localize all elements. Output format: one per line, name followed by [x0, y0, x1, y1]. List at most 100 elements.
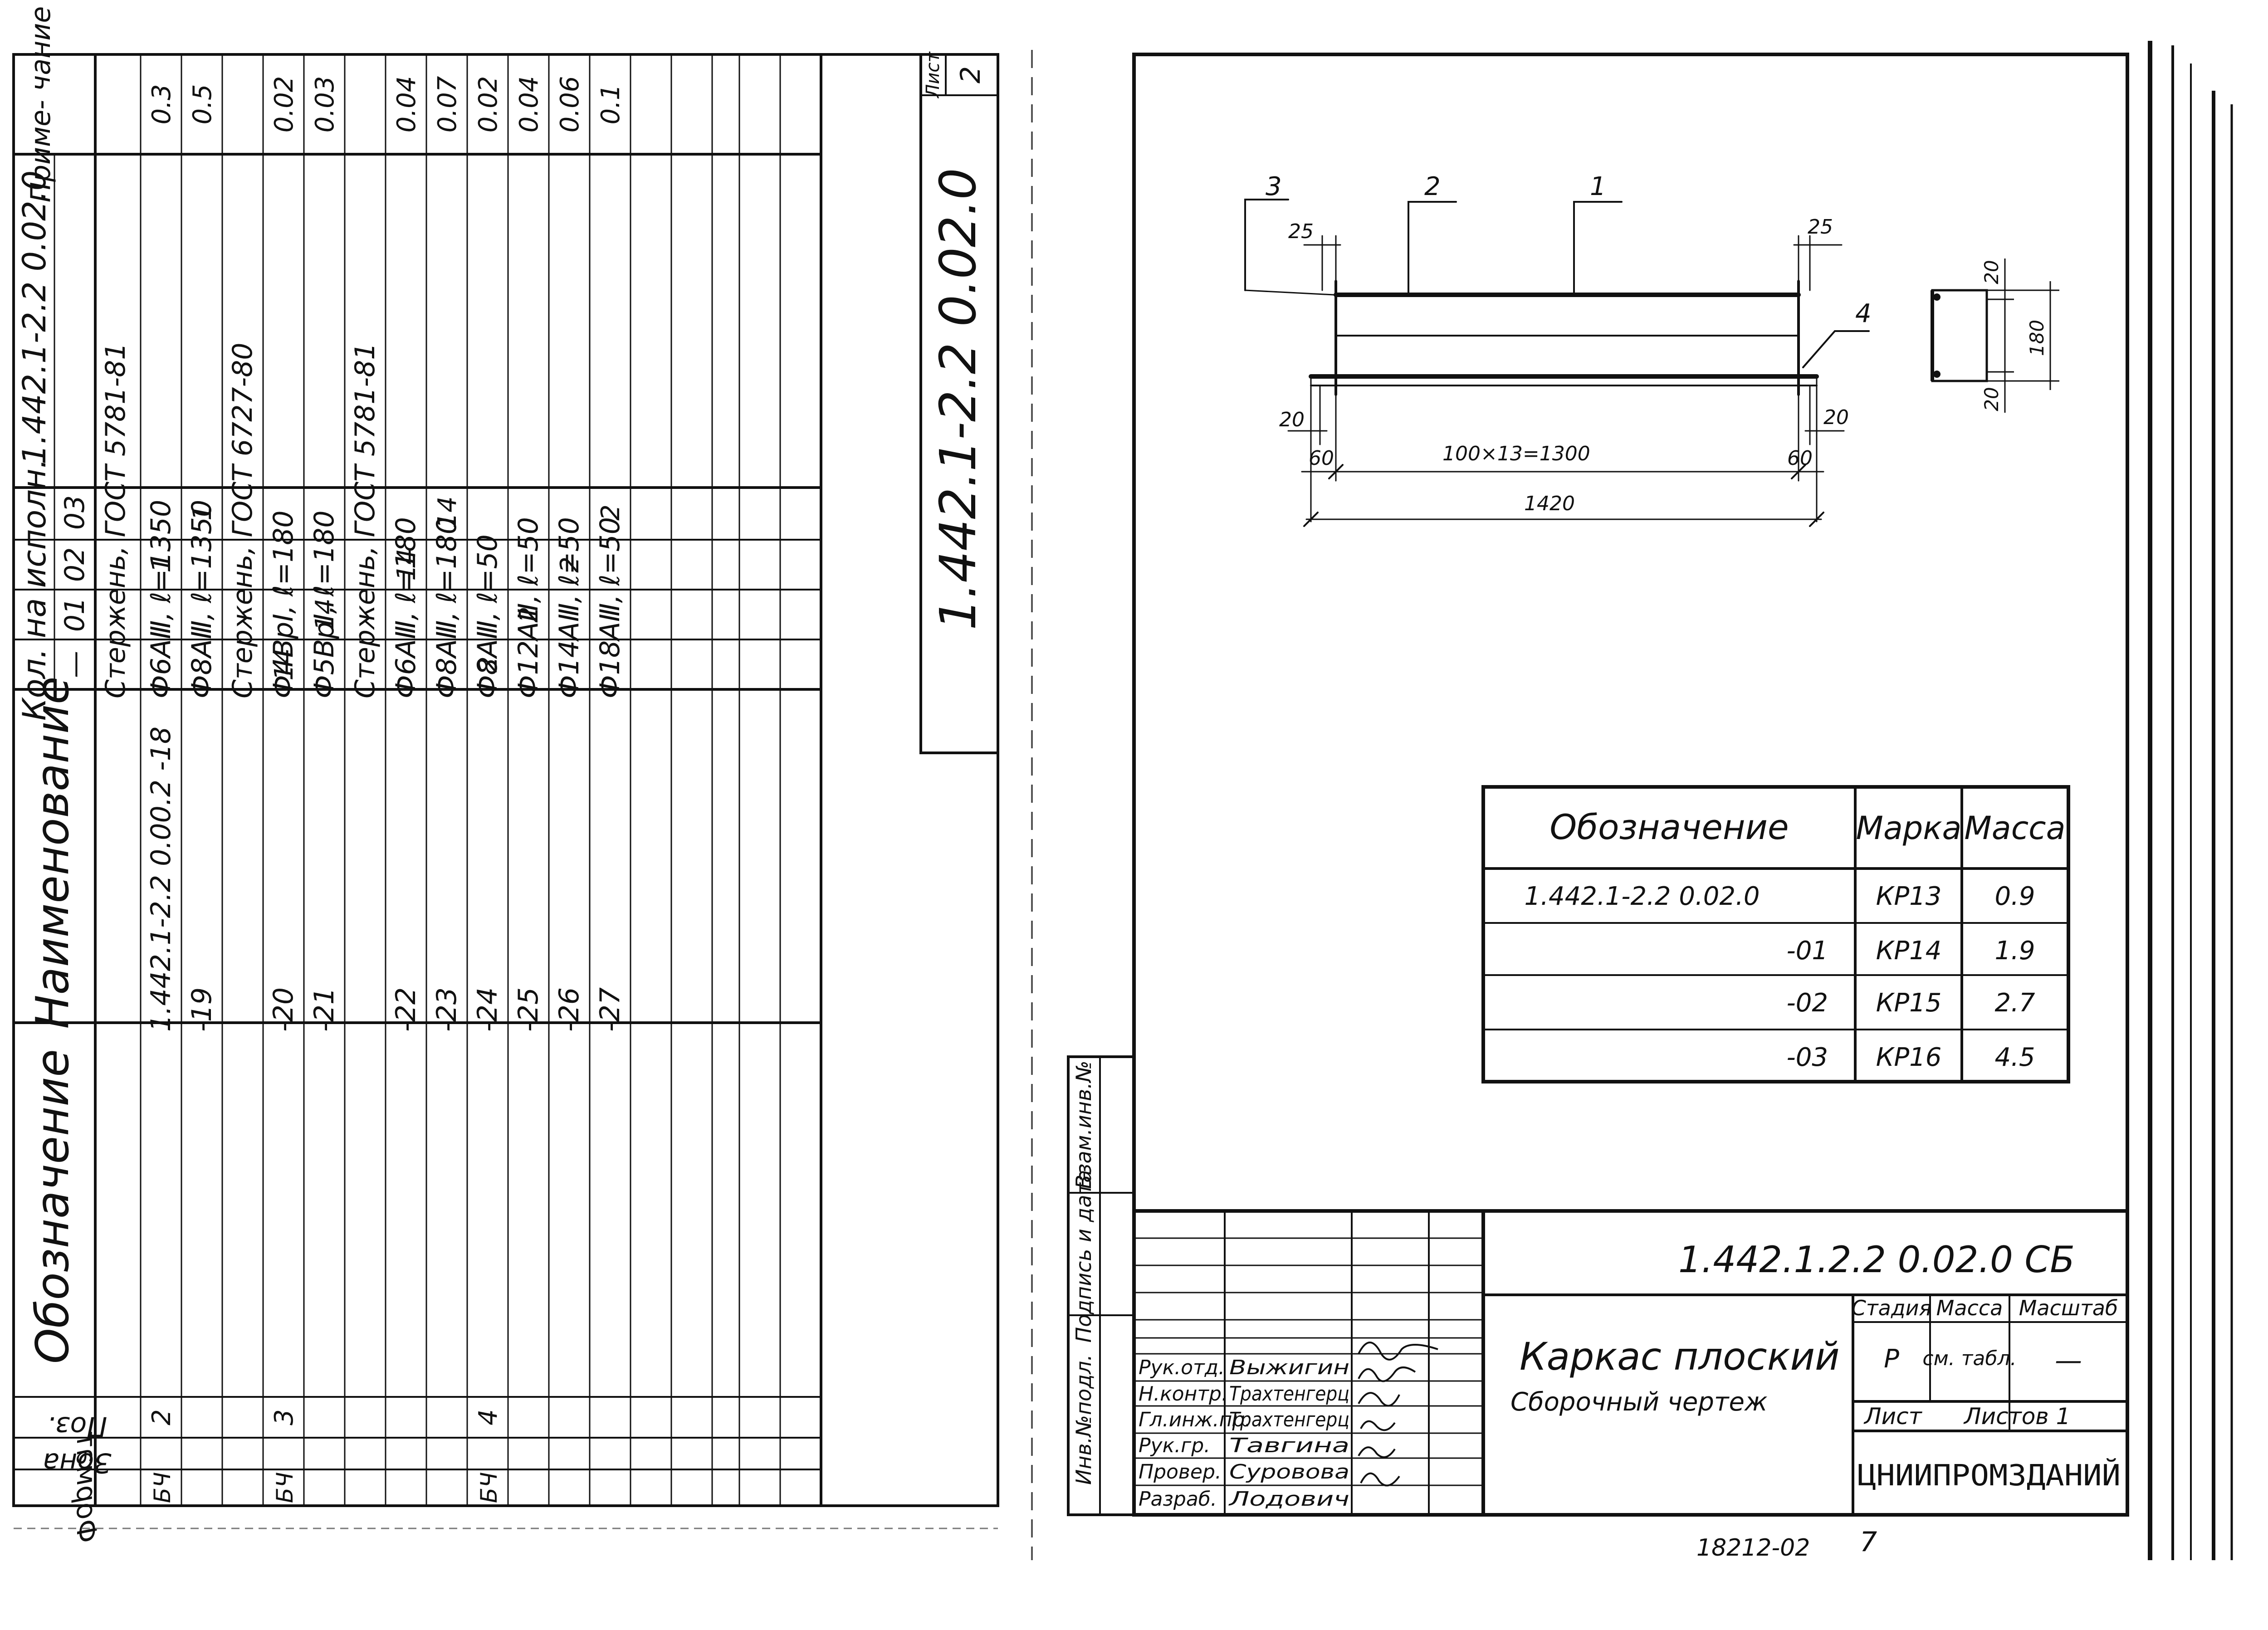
mass-header-mass: Масса — [1964, 810, 2065, 847]
spec-column-lines — [14, 153, 821, 1470]
dim-60-right: 60 — [1787, 447, 1813, 470]
mass-row-designation-3: -03 — [1787, 1043, 1828, 1072]
spec-name-5: Ф5ВрI, ℓ=180 — [308, 511, 340, 699]
spec-format-9: БЧ — [476, 1472, 502, 1503]
organization: ЦНИИПРОМЗДАНИЙ — [1857, 1458, 2121, 1493]
callout-2: 2 — [1424, 172, 1441, 201]
dim-60-left: 60 — [1309, 447, 1334, 470]
role-1: Н.контр. — [1139, 1382, 1228, 1406]
qty-col-2: 02 — [59, 547, 91, 582]
spec-note-1: 0.3 — [147, 84, 176, 124]
assembly-sheet: Инв.№подл. Подпись и дата Взам.инв.№ — [1067, 53, 2129, 1517]
title-block: Рук.отд.ВыжигинН.контр.ТрахтенгерцГл.инж… — [1132, 1209, 2129, 1517]
page-number: 7 — [1860, 1526, 1877, 1558]
qty-col-1: 01 — [59, 597, 91, 632]
spec-pos-1: 2 — [147, 1409, 176, 1425]
spec-sheet-label: Лист — [923, 51, 943, 99]
title-code: 1.442.1.2.2 0.02.0 СБ — [1678, 1239, 2075, 1281]
dim-20-left: 20 — [1279, 408, 1305, 431]
side-label-1: Подпись и дата — [1071, 1170, 1096, 1342]
spec-headers: Формат Зона Поз. Обозначение Наименовани… — [16, 6, 112, 1543]
title-subtitle: Сборочный чертеж — [1510, 1387, 1767, 1417]
mass-header-designation: Обозначение — [1549, 807, 1789, 847]
spec-note-7: 0.04 — [392, 76, 421, 133]
scan-edge — [2148, 41, 2233, 1560]
mass-row-mass-2: 2.7 — [1994, 988, 2035, 1018]
spec-format-4: БЧ — [272, 1472, 298, 1503]
title-roles: Рук.отд.ВыжигинН.контр.ТрахтенгерцГл.инж… — [1139, 1356, 1349, 1511]
callout-4: 4 — [1855, 299, 1872, 328]
spec-name-0: Стержень, ГОСТ 5781-81 — [100, 342, 132, 698]
spec-note-12: 0.1 — [596, 84, 626, 124]
spec-name-7: Ф6АⅢ, ℓ=180 — [390, 517, 422, 698]
role-person-2: Трахтенгерц — [1229, 1408, 1349, 1431]
spec-name-11: Ф14АⅢ, ℓ=50 — [553, 517, 585, 698]
side-label-0: Инв.№подл. — [1071, 1354, 1096, 1485]
mass-row-mark-0: КР13 — [1876, 882, 1942, 911]
spec-designation-2: -19 — [186, 987, 218, 1032]
mass-table: Обозначение Марка Масса 1.442.1-2.2 0.02… — [1481, 785, 2070, 1083]
spec-note-2: 0.5 — [188, 84, 217, 124]
mass-row-mass-1: 1.9 — [1994, 936, 2035, 966]
spec-qty-4-0: 14 — [269, 648, 299, 680]
role-0: Рук.отд. — [1139, 1356, 1225, 1379]
role-3: Рук.гр. — [1139, 1434, 1210, 1457]
spec-note-8: 0.07 — [433, 76, 462, 132]
sheets-label: Листов 1 — [1963, 1403, 2070, 1430]
spec-designation-4: -20 — [268, 987, 299, 1032]
spec-stamp: Лист 2 1.442.1-2.2 0.02.0 — [919, 51, 999, 754]
side-label-2: Взам.инв.№ — [1071, 1060, 1096, 1189]
spec-stamp-code: 1.442.1-2.2 0.02.0 — [929, 168, 987, 630]
role-person-0: Выжигин — [1229, 1356, 1349, 1379]
spec-note-4: 0.02 — [269, 76, 299, 133]
scale-label: Масштаб — [2019, 1296, 2118, 1320]
role-person-1: Трахтенгерц — [1229, 1382, 1349, 1406]
spec-sheet-number: 2 — [955, 66, 987, 83]
spec-qty-1-2: 1 — [147, 556, 176, 573]
spec-designation-10: -25 — [513, 987, 544, 1032]
qty-col-3: 03 — [59, 495, 91, 530]
spec-qty-7-2: 14 — [392, 548, 421, 581]
spec-note-10: 0.04 — [514, 76, 544, 133]
header-designation: Обозначение — [26, 1049, 79, 1364]
dim-20-right: 20 — [1823, 406, 1849, 429]
spec-designation-5: -21 — [308, 987, 340, 1032]
role-4: Провер. — [1139, 1460, 1222, 1484]
section-view: 20 20 180 — [1931, 259, 2059, 413]
spec-pos-4: 3 — [269, 1409, 299, 1425]
spec-qty-9-0: 2 — [474, 656, 503, 673]
header-name: Наименование — [26, 676, 79, 1029]
spec-qty-8-3: 14 — [433, 496, 462, 528]
section-dim-top: 20 — [1980, 260, 2003, 284]
role-5: Разраб. — [1139, 1488, 1217, 1511]
spec-qty-11-2: 2 — [555, 556, 585, 573]
spec-row-lines — [54, 54, 822, 1506]
mass-row-mark-3: КР16 — [1876, 1043, 1942, 1072]
role-person-5: Лодович — [1228, 1488, 1349, 1511]
spec-name-6: Стержень, ГОСТ 5781-81 — [349, 342, 381, 698]
spec-designation-11: -26 — [553, 987, 585, 1032]
signatures — [1358, 1342, 1438, 1487]
mass-row-designation-1: -01 — [1787, 936, 1828, 966]
spec-designation-1: 1.442.1-2.2 0.00.2 -18 — [145, 727, 177, 1032]
qty-col-0: — — [59, 651, 91, 678]
dim-spacing: 100×13=1300 — [1442, 442, 1590, 465]
spec-name-3: Стержень, ГОСТ 6727-80 — [227, 342, 259, 698]
spec-designation-12: -27 — [594, 987, 626, 1032]
role-2: Гл.инж.пр. — [1139, 1408, 1251, 1431]
spec-qty-10-1: 2 — [514, 606, 544, 623]
callout-1: 1 — [1590, 172, 1606, 201]
role-person-4: Суровова — [1229, 1460, 1349, 1484]
spec-designation-9: -24 — [472, 987, 503, 1032]
role-person-3: Тавгина — [1229, 1434, 1349, 1457]
header-format: Формат — [70, 1431, 102, 1542]
dim-overall: 1420 — [1524, 492, 1575, 515]
header-note: Приме- чание — [25, 6, 57, 202]
header-zone: Зона — [43, 1447, 111, 1479]
dim-25-right: 25 — [1808, 215, 1833, 239]
section-dim-height: 180 — [2026, 320, 2048, 356]
stage-value: Р — [1884, 1344, 1899, 1374]
dim-25-left: 25 — [1288, 220, 1314, 243]
